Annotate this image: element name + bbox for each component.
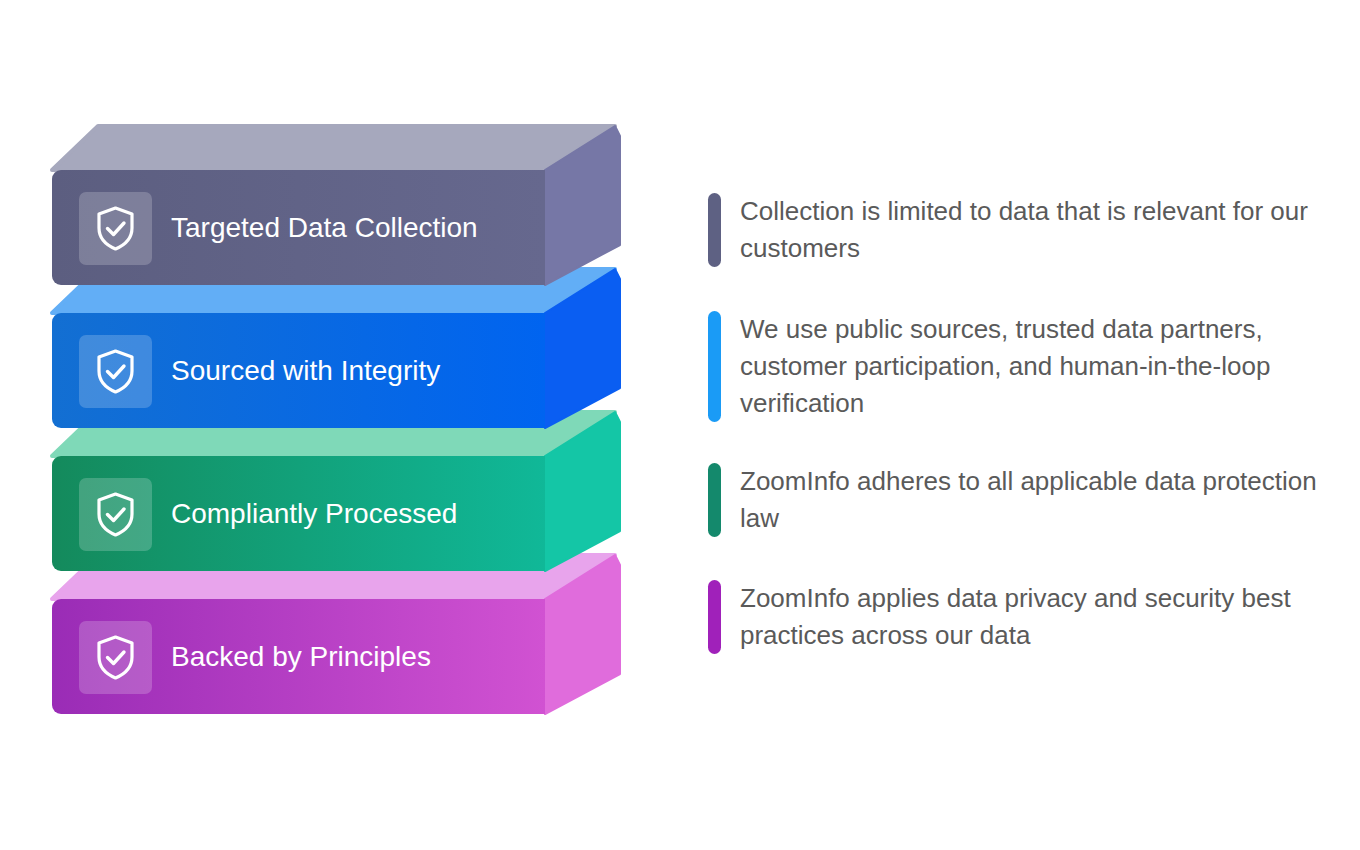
shield-icon (79, 335, 152, 408)
slab-title: Backed by Principles (171, 641, 431, 673)
slab-front: Targeted Data Collection (52, 170, 545, 285)
slab-side-face (545, 269, 620, 428)
accent-bar (708, 193, 721, 267)
slab-top-face (52, 126, 615, 170)
icon-tile (79, 335, 152, 408)
shield-icon (79, 621, 152, 694)
slab-side-face (545, 555, 620, 714)
accent-bar (708, 311, 721, 422)
description-text: ZoomInfo applies data privacy and securi… (740, 580, 1328, 654)
description-block: We use public sources, trusted data part… (708, 311, 1328, 422)
slab-side-face (545, 126, 620, 285)
slab-title: Targeted Data Collection (171, 212, 478, 244)
slab-title: Compliantly Processed (171, 498, 457, 530)
shield-icon (79, 478, 152, 551)
slab-front: Compliantly Processed (52, 456, 545, 571)
description-block: ZoomInfo adheres to all applicable data … (708, 463, 1328, 537)
slab-title: Sourced with Integrity (171, 355, 440, 387)
accent-bar (708, 463, 721, 537)
icon-tile (79, 192, 152, 265)
description-block: ZoomInfo applies data privacy and securi… (708, 580, 1328, 654)
shield-icon (79, 192, 152, 265)
slab-3-faces (52, 412, 620, 571)
description-text: Collection is limited to data that is re… (740, 193, 1328, 267)
slab-front: Backed by Principles (52, 599, 545, 714)
slab-1-faces (52, 126, 620, 285)
slab-4-faces (52, 555, 620, 714)
icon-tile (79, 621, 152, 694)
description-text: We use public sources, trusted data part… (740, 311, 1328, 422)
accent-bar (708, 580, 721, 654)
description-text: ZoomInfo adheres to all applicable data … (740, 463, 1328, 537)
slab-front: Sourced with Integrity (52, 313, 545, 428)
icon-tile (79, 478, 152, 551)
slab-2-faces (52, 269, 620, 428)
description-block: Collection is limited to data that is re… (708, 193, 1328, 267)
slab-side-face (545, 412, 620, 571)
